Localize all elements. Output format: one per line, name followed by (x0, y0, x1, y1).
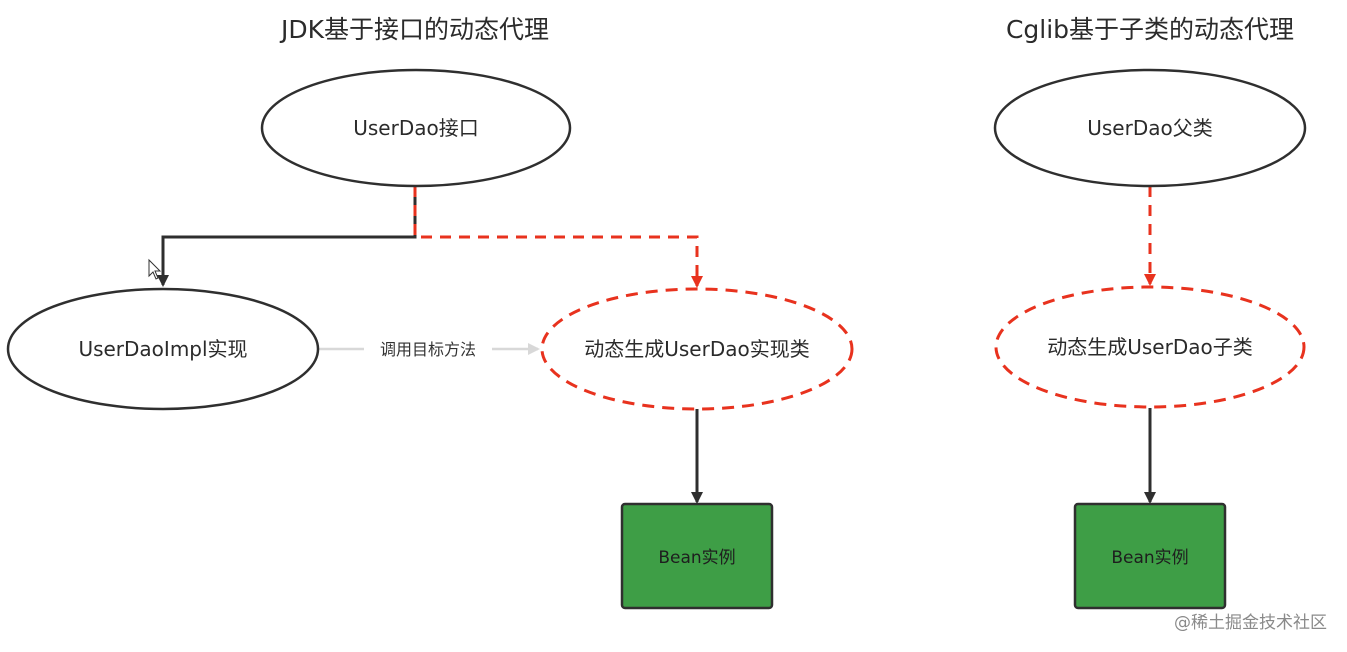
node-userdao-parent-label: UserDao父类 (1087, 116, 1212, 140)
edge-label-invoke-target: 调用目标方法 (380, 340, 476, 359)
node-userdao-interface: UserDao接口 (260, 68, 572, 188)
node-right-bean-instance: Bean实例 (1073, 502, 1227, 610)
node-userdao-interface-label: UserDao接口 (353, 116, 478, 140)
left-title: JDK基于接口的动态代理 (279, 15, 549, 44)
node-left-bean-instance: Bean实例 (620, 502, 774, 610)
node-cglib-proxy-subclass-label: 动态生成UserDao子类 (1047, 335, 1252, 359)
edge-interface-to-impl (157, 186, 417, 287)
right-title: Cglib基于子类的动态代理 (1006, 15, 1294, 44)
watermark: @稀土掘金技术社区 (1174, 613, 1327, 633)
node-left-bean-instance-label: Bean实例 (658, 548, 735, 568)
node-jdk-proxy-class-label: 动态生成UserDao实现类 (584, 337, 809, 361)
edge-interface-to-proxy (413, 186, 703, 288)
node-userdaoimpl: UserDaoImpl实现 (6, 287, 320, 411)
node-right-bean-instance-label: Bean实例 (1111, 548, 1188, 568)
mouse-pointer-icon (148, 258, 162, 280)
node-userdao-parent: UserDao父类 (993, 68, 1307, 188)
node-userdaoimpl-label: UserDaoImpl实现 (78, 337, 247, 361)
node-jdk-proxy-class: 动态生成UserDao实现类 (540, 287, 854, 411)
edge-label-bg (364, 336, 492, 362)
node-cglib-proxy-subclass: 动态生成UserDao子类 (994, 285, 1306, 409)
